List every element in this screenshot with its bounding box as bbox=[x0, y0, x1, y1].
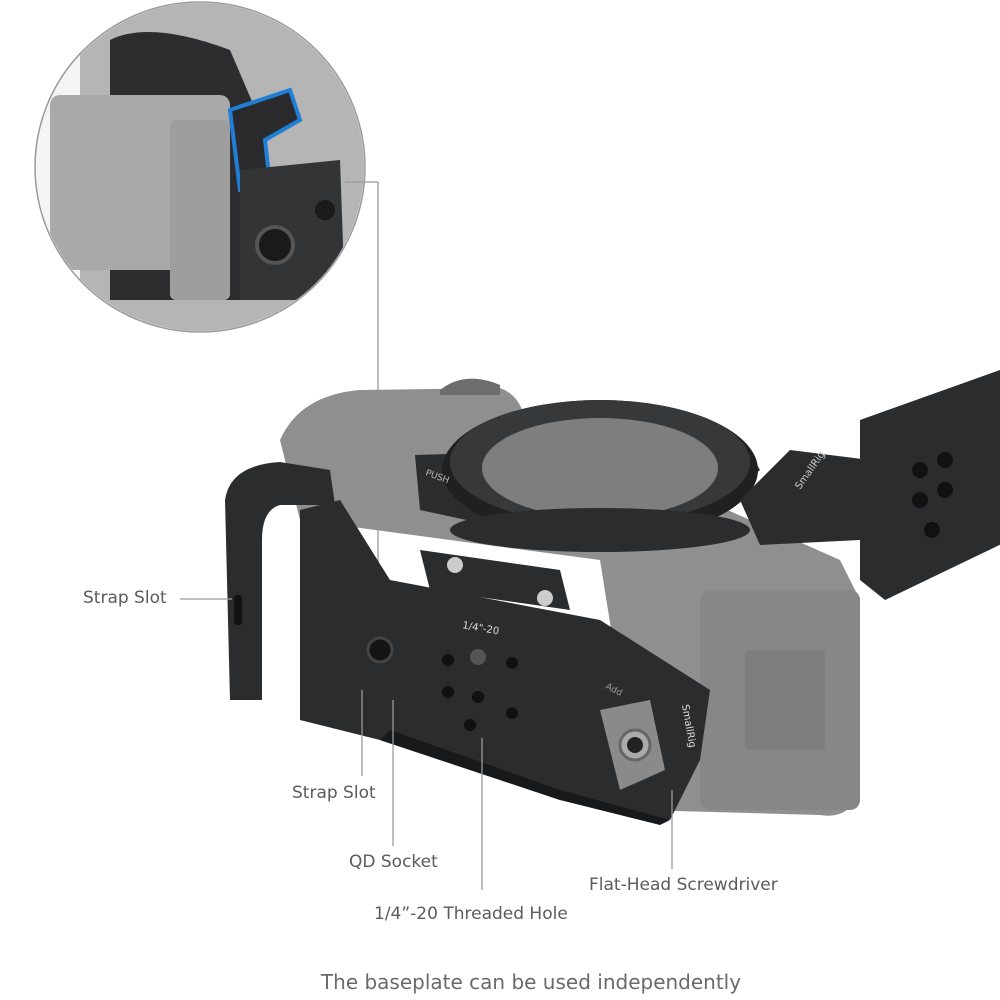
side-arca-plate: SmallRig bbox=[740, 370, 1000, 600]
threaded-holes bbox=[442, 649, 518, 731]
label-qd-socket: QD Socket bbox=[349, 852, 438, 872]
label-screwdriver: Flat-Head Screwdriver bbox=[589, 875, 778, 895]
inset-detail bbox=[34, 1, 379, 590]
cage-frame: 1/4"-20 Add SmallRig bbox=[225, 462, 710, 825]
label-strap-slot-left: Strap Slot bbox=[83, 588, 167, 608]
label-strap-slot-bottom: Strap Slot bbox=[292, 783, 376, 803]
strap-slot-left bbox=[234, 595, 242, 625]
caption: The baseplate can be used independently bbox=[320, 970, 742, 994]
lens-mount-ring: PUSH bbox=[415, 400, 760, 552]
label-threaded-hole: 1/4”-20 Threaded Hole bbox=[374, 904, 568, 924]
leader-lines bbox=[180, 598, 673, 890]
qd-socket bbox=[366, 636, 394, 664]
